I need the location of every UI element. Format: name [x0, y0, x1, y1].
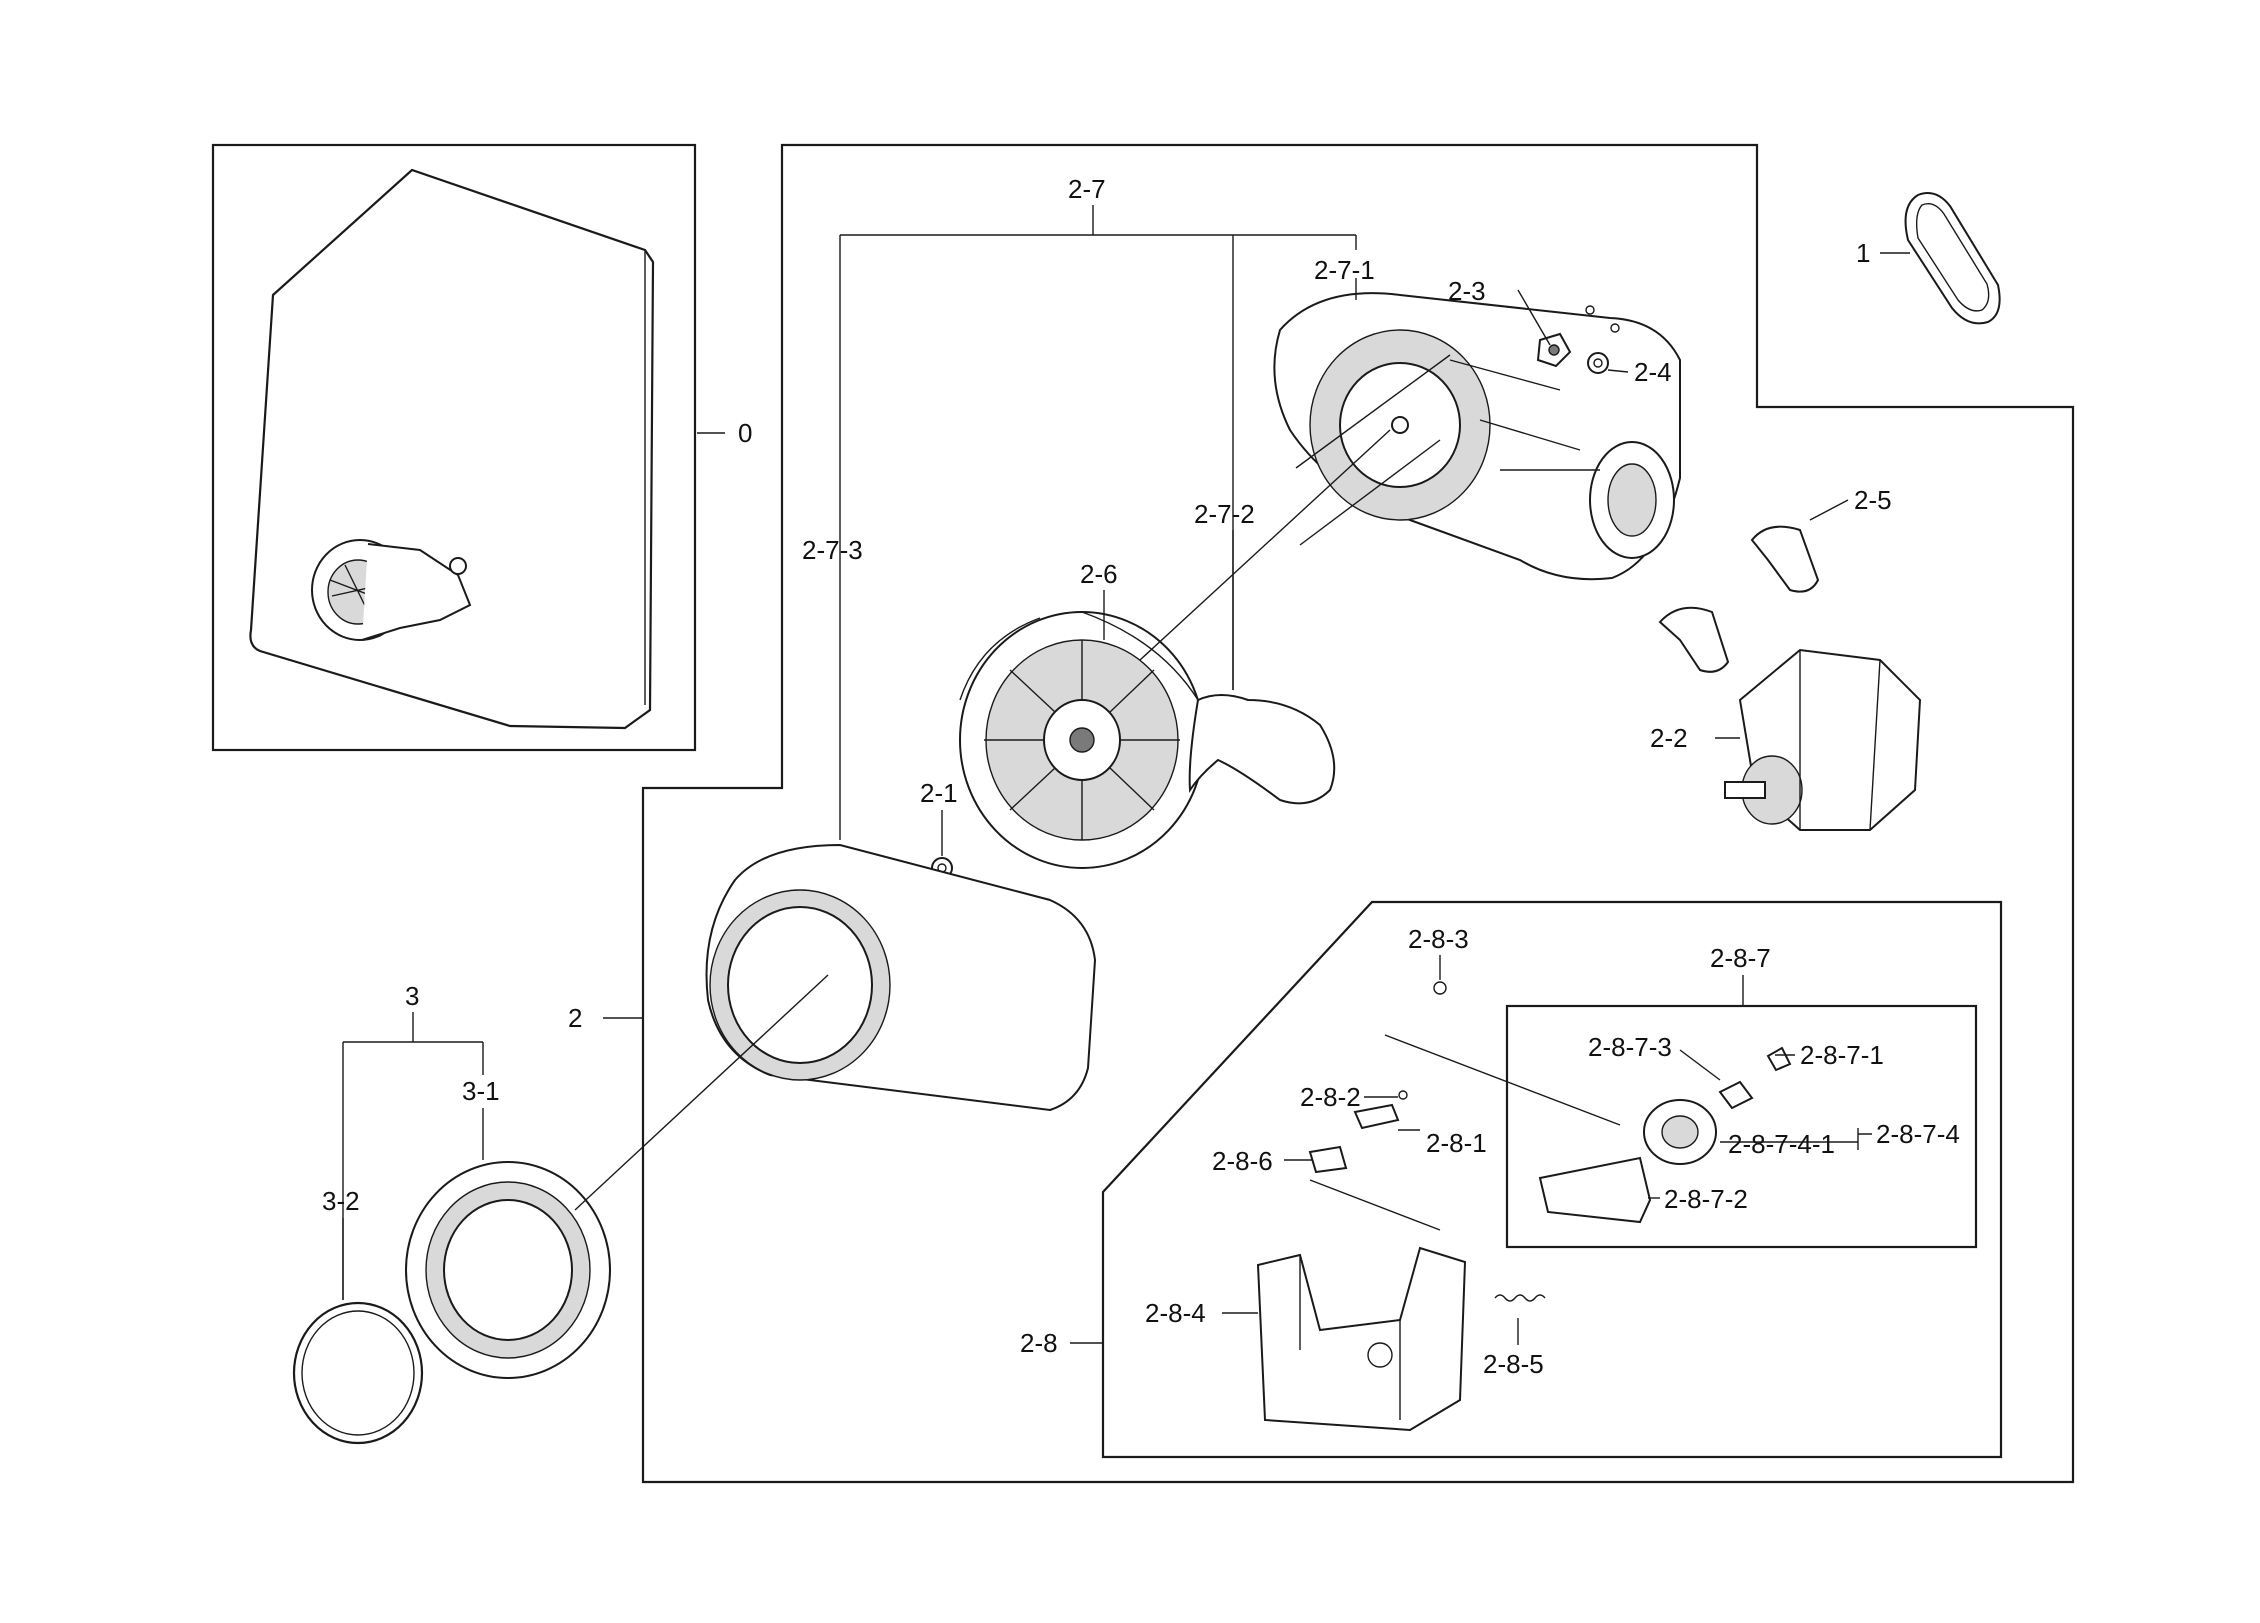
label-2-6: 2-6 [1080, 559, 1118, 589]
label-2-4: 2-4 [1634, 357, 1672, 387]
label-2-8-1: 2-8-1 [1426, 1128, 1487, 1158]
label-2-7-3: 2-7-3 [802, 535, 863, 565]
label-2-8-2: 2-8-2 [1300, 1082, 1361, 1112]
label-2-8-7: 2-8-7 [1710, 943, 1771, 973]
label-2-8-7-1: 2-8-7-1 [1800, 1040, 1884, 1070]
dryer-cabinet-frame [211, 143, 697, 752]
idler-switch-part [1308, 981, 1447, 1174]
blower-assembly-frame [641, 143, 2075, 1484]
label-2-8-7-4: 2-8-7-4 [1876, 1119, 1960, 1149]
label-2-8: 2-8 [1020, 1328, 1058, 1358]
idler-spring-part [1494, 1294, 1546, 1302]
idler-pulley-subassembly-frame [1505, 1004, 1978, 1249]
label-2: 2 [568, 1003, 582, 1033]
duct-ring-part [405, 1161, 611, 1379]
front-housing-part [705, 843, 1097, 1112]
blower-housing-part [1273, 292, 1681, 581]
label-2-7-2: 2-7-2 [1194, 499, 1255, 529]
label-2-8-5: 2-8-5 [1483, 1349, 1544, 1379]
motor-clip-part [1658, 525, 1820, 673]
blower-wheel-part [959, 611, 1205, 869]
idler-bracket-part [1256, 1246, 1467, 1432]
label-2-8-7-3: 2-8-7-3 [1588, 1032, 1672, 1062]
motor-bracket-part [1536, 305, 1620, 368]
idler-pulley-part [1538, 1046, 1792, 1224]
label-3-1: 3-1 [462, 1076, 500, 1106]
label-2-7: 2-7 [1068, 174, 1106, 204]
label-3-2: 3-2 [322, 1186, 360, 1216]
label-2-8-4: 2-8-4 [1145, 1298, 1206, 1328]
duct-seal-part [1188, 694, 1336, 805]
label-2-5: 2-5 [1854, 485, 1892, 515]
label-2-3: 2-3 [1448, 276, 1486, 306]
idler-assembly-frame [1101, 900, 2003, 1459]
drive-belt-part [1904, 192, 2001, 325]
label-2-8-3: 2-8-3 [1408, 924, 1469, 954]
label-0: 0 [738, 418, 752, 448]
label-2-2: 2-2 [1650, 723, 1688, 753]
label-2-7-1: 2-7-1 [1314, 255, 1375, 285]
label-2-8-6: 2-8-6 [1212, 1146, 1273, 1176]
label-2-8-7-4-1: 2-8-7-4-1 [1728, 1129, 1835, 1159]
label-1: 1 [1856, 238, 1870, 268]
dryer-cabinet-part [249, 168, 655, 730]
motor-part [1724, 648, 1922, 831]
label-3: 3 [405, 981, 419, 1011]
label-2-1: 2-1 [920, 778, 958, 808]
nut-part [1587, 352, 1609, 374]
felt-seal-part [292, 1301, 424, 1445]
label-2-8-7-2: 2-8-7-2 [1664, 1184, 1748, 1214]
leader-lines [342, 205, 1910, 1345]
